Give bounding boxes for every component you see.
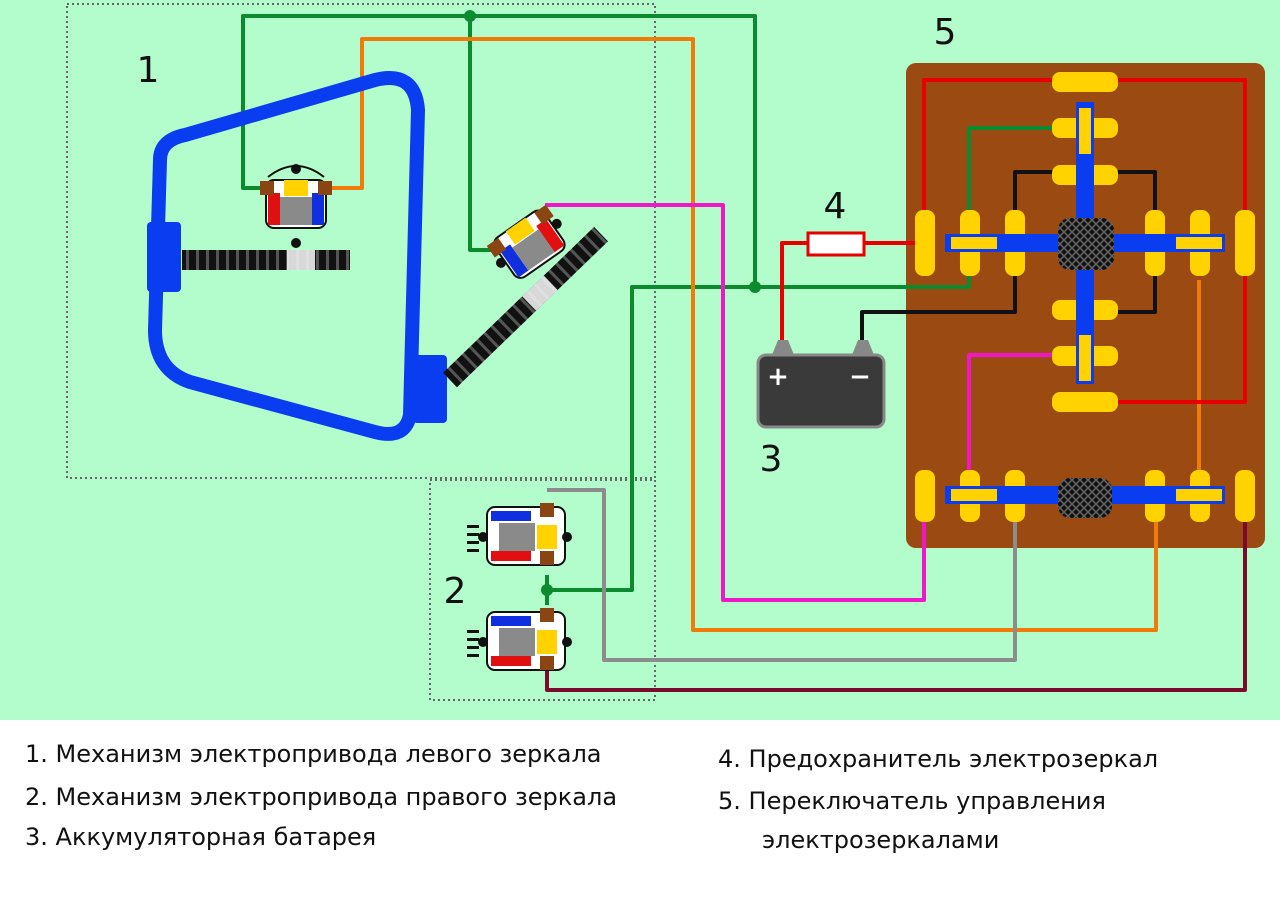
group-box-left-mirror xyxy=(66,3,656,479)
junction-dot xyxy=(464,10,476,22)
legend-item-1: 1. Механизм электропривода левого зеркал… xyxy=(25,740,602,768)
label-number-2: 2 xyxy=(444,571,467,612)
legend-item-2: 2. Механизм электропривода правого зерка… xyxy=(25,783,618,811)
battery-icon: + − xyxy=(756,340,886,429)
wire-magenta-switch xyxy=(967,353,1058,490)
wire-black-switch2 xyxy=(1100,270,1157,314)
group-box-right-mirror xyxy=(429,479,656,701)
wire-gray xyxy=(547,488,1017,662)
electric-motor-icon xyxy=(486,204,566,279)
gear-rack-diagonal xyxy=(443,226,609,388)
wire-red xyxy=(780,241,808,345)
battery-plus-label: + xyxy=(767,362,789,392)
wire-green-common xyxy=(241,14,1058,289)
mirror-frame-icon xyxy=(147,71,609,441)
legend-background xyxy=(0,720,1280,900)
electric-motor-icon xyxy=(260,164,332,248)
wire-black-battery xyxy=(860,270,1017,345)
electric-motor-icon xyxy=(467,503,572,566)
legend-item-5-continued: электрозеркалами xyxy=(762,826,1000,854)
junction-dot xyxy=(541,584,553,596)
wire-maroon xyxy=(545,520,1247,692)
legend-item-4: 4. Предохранитель электрозеркал xyxy=(718,745,1159,773)
gear-rack-horizontal xyxy=(182,250,350,270)
battery-minus-label: − xyxy=(849,362,871,392)
joystick-switch-icon xyxy=(915,72,1255,522)
label-number-4: 4 xyxy=(824,186,847,227)
wire-red-switch xyxy=(922,78,1247,404)
wire-orange xyxy=(330,37,1158,632)
label-number-3: 3 xyxy=(760,439,783,480)
legend-item-5: 5. Переключатель управления xyxy=(718,787,1106,815)
junction-dot xyxy=(749,281,761,293)
legend-item-3: 3. Аккумуляторная батарея xyxy=(25,823,377,851)
label-number-5: 5 xyxy=(934,12,957,53)
electric-motor-icon xyxy=(467,608,572,671)
fuse-icon xyxy=(806,231,866,257)
wire-green-branch-left xyxy=(468,16,495,252)
wire-magenta xyxy=(545,203,926,602)
label-number-1: 1 xyxy=(137,50,160,91)
